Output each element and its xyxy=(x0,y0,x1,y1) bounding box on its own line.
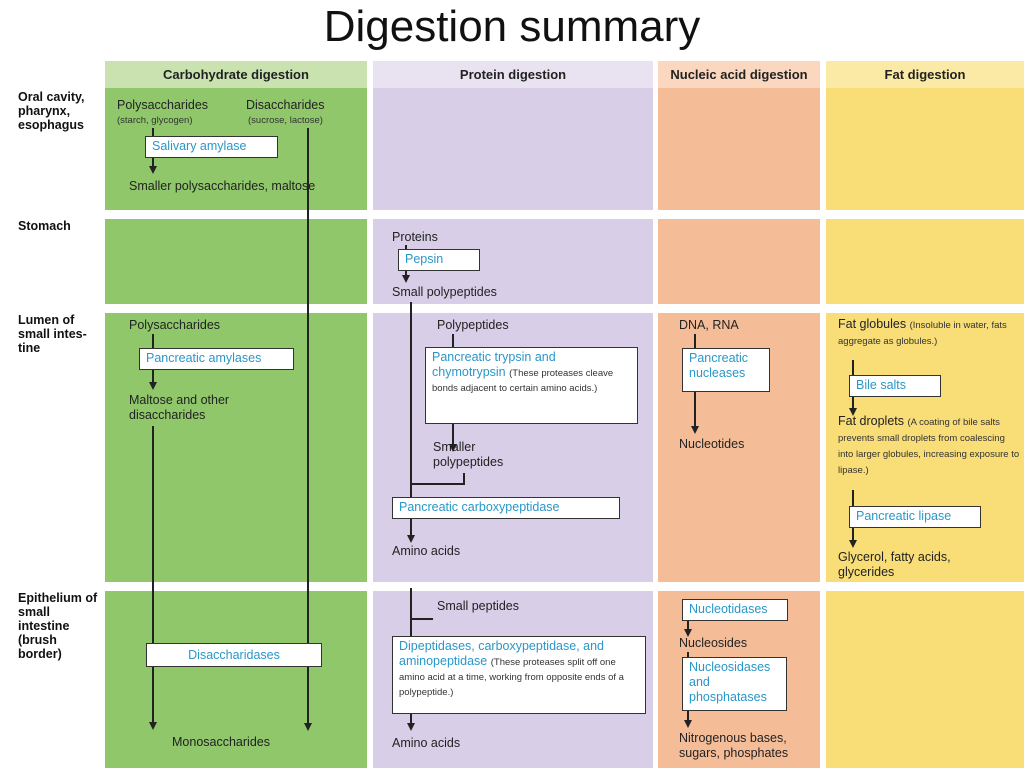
carb-polysaccharides: Polysaccharides xyxy=(117,98,209,112)
arrow-line xyxy=(152,426,154,724)
row-label-stomach: Stomach xyxy=(18,219,71,233)
trypsin-chymotrypsin-enzyme: Pancreatic trypsin and chymotrypsin (The… xyxy=(425,347,638,424)
fat-droplets-note: (A coating of bile salts prevents small … xyxy=(838,417,1020,476)
carb-monosaccharides: Monosaccharides xyxy=(172,735,270,749)
nuc-bases-sugars-phosphates: Nitrogenous bases, sugars, phosphates xyxy=(679,731,789,760)
row-separator xyxy=(105,210,1024,219)
arrow-head xyxy=(691,426,699,434)
prot-polypeptides: Polypeptides xyxy=(437,318,509,332)
nuc-nucleosides: Nucleosides xyxy=(679,636,748,650)
fat-products: Glycerol, fatty acids, glycerides xyxy=(838,550,951,579)
salivary-amylase-enzyme: Salivary amylase xyxy=(145,136,278,158)
bracket-line xyxy=(410,618,433,620)
fat-column-header: Fat digestion xyxy=(826,61,1024,88)
pepsin-enzyme: Pepsin xyxy=(398,249,480,271)
page-title: Digestion summary xyxy=(323,2,701,51)
arrow-head xyxy=(402,275,410,283)
arrow-head xyxy=(149,722,157,730)
dipeptidases-enzyme: Dipeptidases, carboxypeptidase, and amin… xyxy=(392,636,646,714)
pancreatic-lipase-enzyme: Pancreatic lipase xyxy=(849,506,981,528)
nucleosidases-phosphatases-enzyme: Nucleosidases and phosphatases xyxy=(682,657,787,711)
carb-maltose: Maltose and other disaccharides xyxy=(129,393,230,422)
prot-amino-acids-epithelium: Amino acids xyxy=(392,736,461,750)
prot-small-polypeptides: Small polypeptides xyxy=(392,285,497,299)
arrow-head xyxy=(304,723,312,731)
nuc-dna-rna: DNA, RNA xyxy=(679,318,739,332)
dipeptidases-label: Dipeptidases, carboxypeptidase, and amin… xyxy=(399,639,604,668)
prot-proteins: Proteins xyxy=(392,230,438,244)
row-label-small-intestine-epithelium: Epithelium of small intestine (brush bor… xyxy=(18,591,98,661)
prot-smaller-polypeptides: Smaller polypeptides xyxy=(433,440,504,469)
fat-droplets-label: Fat droplets xyxy=(838,414,905,428)
trypsin-note: (These proteases cleave bonds adjacent t… xyxy=(432,368,614,394)
pancreatic-carboxypeptidase-enzyme: Pancreatic carboxypeptidase xyxy=(392,497,620,519)
nuc-nucleotides: Nucleotides xyxy=(679,437,745,451)
arrow-head xyxy=(684,629,692,637)
fat-droplets: Fat droplets (A coating of bile salts pr… xyxy=(838,414,1020,478)
carb-smaller-polysaccharides: Smaller polysaccharides, maltose xyxy=(129,179,316,193)
carb-lumen-polysaccharides: Polysaccharides xyxy=(129,318,221,332)
arrow-head xyxy=(849,540,857,548)
fat-globules-note: (Insoluble in water, fats aggregate as g… xyxy=(838,320,1007,347)
carbohydrate-column-header: Carbohydrate digestion xyxy=(105,61,367,88)
row-label-oral-cavity: Oral cavity, pharynx, esophagus xyxy=(18,90,85,132)
bracket-line xyxy=(410,588,412,620)
row-label-small-intestine-lumen: Lumen of small intes-tine xyxy=(18,313,87,355)
arrow-head xyxy=(849,408,857,416)
pancreatic-nucleases-enzyme: Pancreatic nucleases xyxy=(682,348,770,392)
arrow-line xyxy=(687,621,689,631)
nucleic-acid-column-header: Nucleic acid digestion xyxy=(658,61,820,88)
carb-disaccharides: Disaccharides xyxy=(246,98,325,112)
arrow-line xyxy=(410,302,412,537)
prot-small-peptides: Small peptides xyxy=(437,599,519,613)
carb-polysaccharides-note: (starch, glycogen) xyxy=(117,115,193,126)
bracket-line xyxy=(463,473,465,485)
dipeptidases-note: (These proteases split off one amino aci… xyxy=(399,657,624,698)
arrow-head xyxy=(149,382,157,390)
arrow-line xyxy=(307,128,309,725)
disaccharidases-enzyme: Disaccharidases xyxy=(146,643,322,667)
row-separator xyxy=(105,582,1024,591)
fat-globules: Fat globules (Insoluble in water, fats a… xyxy=(838,317,1020,349)
row-separator xyxy=(105,304,1024,313)
trypsin-label: Pancreatic trypsin and chymotrypsin xyxy=(432,350,556,379)
arrow-head xyxy=(449,444,457,452)
arrow-head xyxy=(407,535,415,543)
nucleotidases-enzyme: Nucleotidases xyxy=(682,599,788,621)
fat-column xyxy=(826,61,1024,768)
pancreatic-amylases-enzyme: Pancreatic amylases xyxy=(139,348,294,370)
bracket-line xyxy=(410,483,465,485)
arrow-head xyxy=(149,166,157,174)
fat-globules-label: Fat globules xyxy=(838,317,907,331)
arrow-head xyxy=(407,723,415,731)
prot-amino-acids-lumen: Amino acids xyxy=(392,544,461,558)
bile-salts-label: Bile salts xyxy=(849,375,941,397)
arrow-head xyxy=(684,720,692,728)
carb-disaccharides-note: (sucrose, lactose) xyxy=(248,115,323,126)
nucleic-acid-column xyxy=(658,61,820,768)
protein-column-header: Protein digestion xyxy=(373,61,653,88)
